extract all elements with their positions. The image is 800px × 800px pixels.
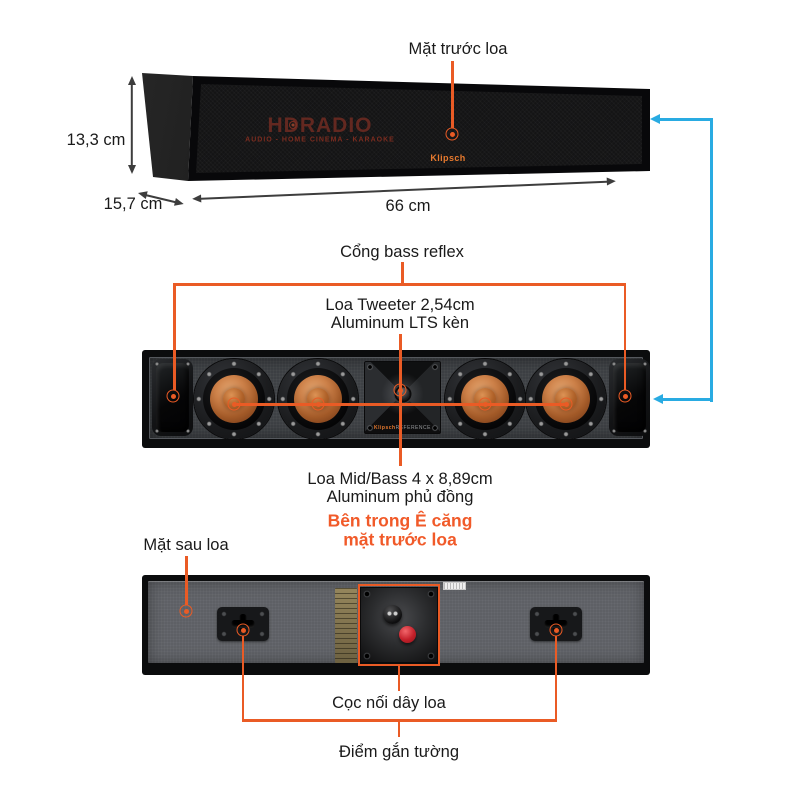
spec-sticker — [335, 588, 357, 663]
midbass-label-line2: Aluminum phủ đồng — [326, 487, 474, 506]
target-marker-icon — [179, 604, 193, 618]
speaker-3d-view: HDRADIO AUDIO - HOME CINEMA - KARAOKE Kl… — [140, 68, 655, 186]
callout-line-bass-reflex — [401, 262, 404, 284]
dimension-width-label: 66 cm — [385, 196, 431, 215]
dimension-height-label: 13,3 cm — [66, 130, 126, 149]
terminal-cup — [360, 587, 438, 663]
inside-note-line1: Bên trong Ê căng — [327, 510, 473, 531]
tweeter-badge: KlipschREFERENCE — [374, 425, 431, 431]
front-face-label: Mặt trước loa — [408, 39, 508, 58]
target-marker-icon — [166, 389, 180, 403]
klipsch-logo: Klipsch — [430, 153, 466, 163]
blue-arrow-left-icon — [650, 114, 660, 124]
blue-bracket-line — [659, 118, 712, 121]
callout-line-rear-face — [185, 556, 188, 605]
callout-line-bass-reflex — [173, 283, 176, 390]
target-marker-icon — [311, 397, 325, 411]
blue-bracket-line — [662, 398, 712, 401]
target-marker-icon — [236, 623, 250, 637]
blue-bracket-line — [710, 118, 713, 402]
target-marker-icon — [393, 383, 407, 397]
callout-line-bass-reflex — [173, 283, 626, 286]
watermark-brand-radio: RADIO — [299, 114, 373, 137]
tweeter-label-line2: Aluminum LTS kèn — [330, 313, 470, 332]
callout-line-tweeter — [399, 334, 402, 466]
binding-post-black — [383, 605, 402, 624]
target-marker-icon — [559, 397, 573, 411]
cabinet-grille — [196, 84, 642, 173]
watermark-bullseye-icon — [289, 121, 297, 129]
rear-face-label: Mặt sau loa — [143, 535, 229, 554]
target-marker-icon — [618, 389, 632, 403]
wall-mount-label: Điểm gắn tường — [338, 742, 460, 761]
callout-line-wall-mount — [241, 636, 244, 721]
target-marker-icon — [549, 623, 563, 637]
bass-reflex-label: Cổng bass reflex — [340, 242, 464, 261]
midbass-label-line1: Loa Mid/Bass 4 x 8,89cm — [307, 469, 493, 488]
watermark-brand-hd: HD — [267, 114, 300, 137]
target-marker-icon — [445, 127, 459, 141]
target-marker-icon — [227, 397, 241, 411]
tweeter-horn: KlipschREFERENCE — [364, 361, 441, 434]
blue-arrow-left-icon — [653, 394, 663, 404]
callout-line-bass-reflex — [623, 283, 626, 390]
terminal-highlight-box — [358, 584, 440, 666]
serial-sticker — [443, 582, 466, 590]
callout-line-wall-mount — [397, 719, 400, 737]
binding-post-label: Cọc nối dây loa — [332, 693, 446, 712]
callout-line-front-face — [451, 61, 454, 128]
watermark-brand: HDRADIO — [267, 114, 372, 138]
target-marker-icon — [478, 397, 492, 411]
callout-line-wall-mount — [554, 636, 557, 721]
callout-line-midbass — [234, 403, 566, 406]
dimension-depth-label: 15,7 cm — [103, 194, 163, 213]
inside-note-line2: mặt trước loa — [343, 529, 457, 550]
speaker-front-view: KlipschREFERENCE — [142, 350, 650, 448]
watermark-tagline: AUDIO - HOME CINEMA - KARAOKE — [245, 136, 395, 144]
callout-line-terminal — [397, 666, 400, 691]
dimension-arrow-height — [127, 76, 137, 174]
binding-post-red — [399, 626, 416, 643]
tweeter-label-line1: Loa Tweeter 2,54cm — [325, 295, 475, 314]
speaker-rear-view — [142, 575, 650, 675]
